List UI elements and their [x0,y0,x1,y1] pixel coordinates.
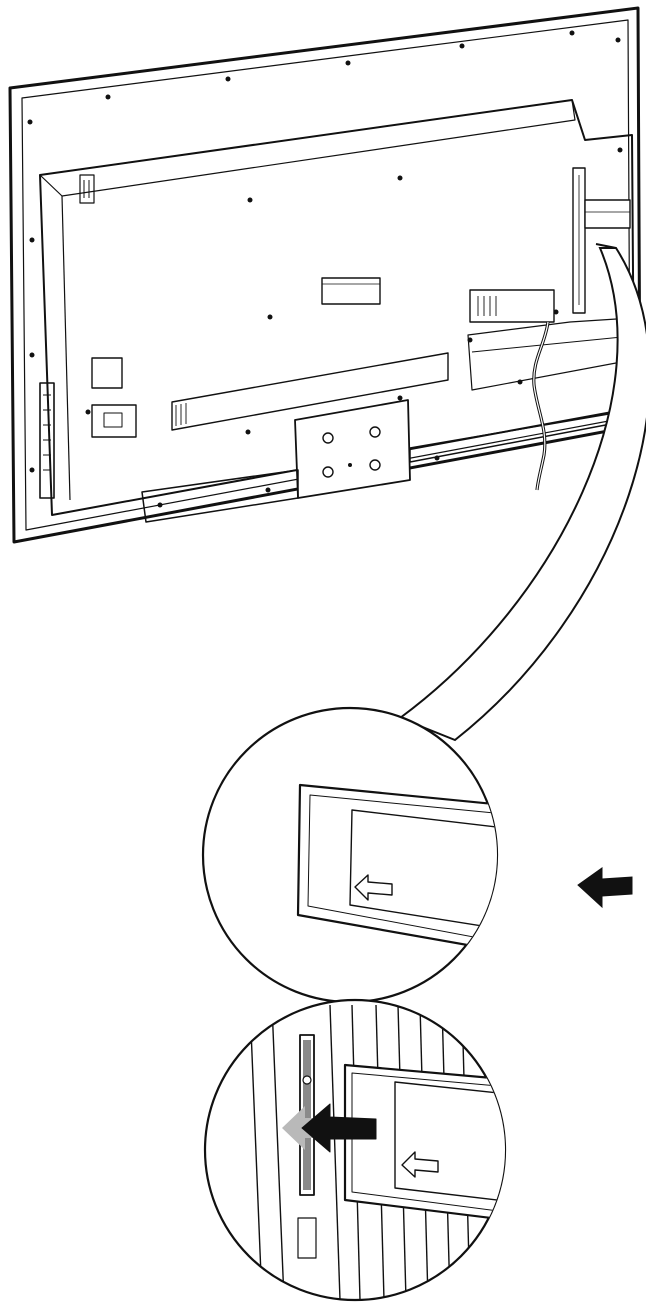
top-left-vent [79,174,95,204]
card-direction-arrow-icon [354,874,393,901]
right-connector-block [469,289,555,323]
side-slot-housing [572,167,586,314]
callout-circle-module-insert [203,998,507,1302]
mount-holes [322,426,381,478]
terminal-strip [171,352,449,431]
card-chip-stripes [553,860,575,916]
tv-back-top-bevel [39,99,576,197]
callout-circle-card-insert [201,706,633,1004]
insert-arrow-icon-bottom [301,1103,377,1153]
back-screws [85,175,559,508]
ci-module-label [349,809,497,933]
inserted-module-top [584,199,631,229]
center-label-plate [321,277,381,305]
ci-module-label-bottom [394,1081,505,1209]
callout-tail [397,247,646,742]
connector-pins [477,296,497,316]
tv-back-panel [8,6,642,544]
left-power-socket [91,404,137,438]
left-square-port [91,357,123,389]
smart-card [540,830,618,968]
insert-arrow-icon [577,867,633,909]
bottom-bar [141,469,299,523]
terminal-pins [175,403,187,426]
left-side-ports [39,382,55,499]
card-direction-arrow-icon-bottom [401,1151,439,1178]
